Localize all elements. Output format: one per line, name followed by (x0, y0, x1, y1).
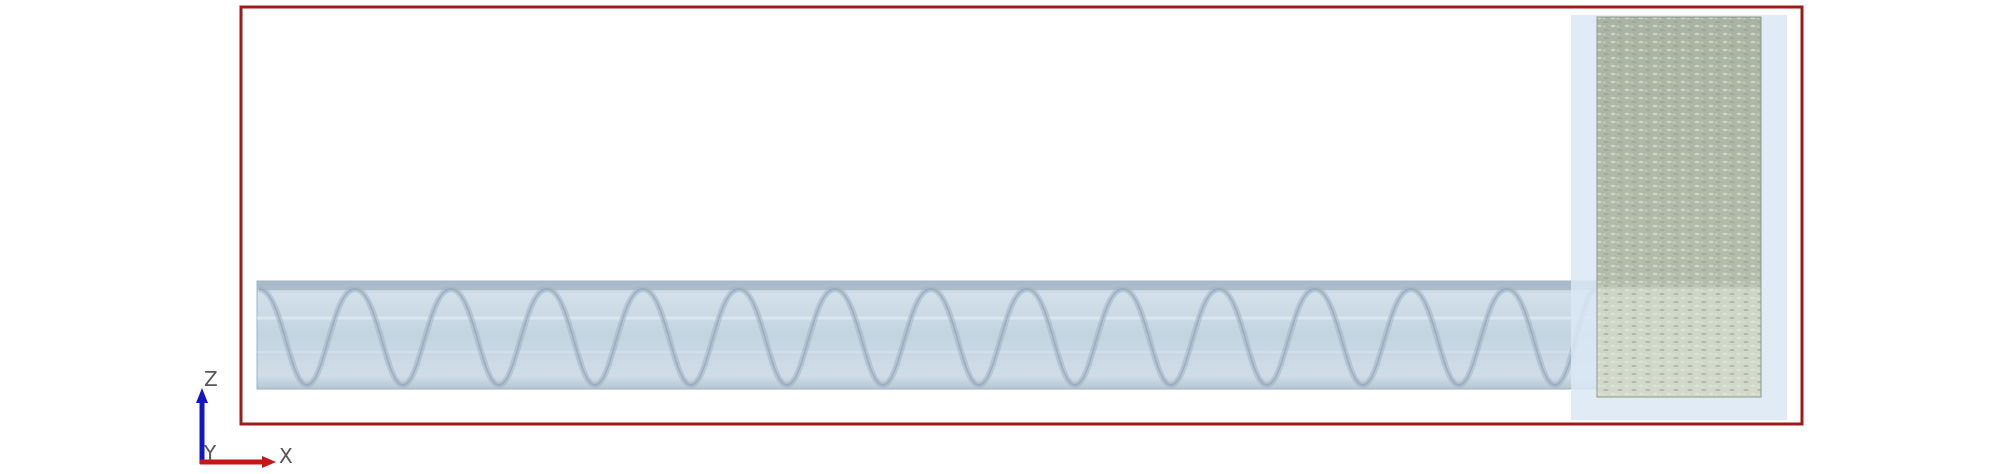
screw-flight-shadow (258, 288, 1598, 386)
z-axis-label: Z (204, 367, 218, 391)
x-axis-label: X (279, 444, 293, 468)
domain-bounding-box (239, 5, 1804, 426)
screw-conveyor[interactable] (256, 280, 1599, 390)
y-axis-label: Y (203, 441, 217, 465)
x-axis-arrowhead (262, 456, 276, 468)
axis-triad: Z Y X (196, 367, 293, 468)
z-axis-arrowhead (196, 388, 208, 403)
granular-outline (1596, 16, 1762, 398)
conveyor-pipe-top-edge (257, 281, 1597, 290)
hopper[interactable] (1571, 15, 1787, 420)
conveyor-pipe (256, 280, 1598, 390)
granular-texture (1597, 17, 1761, 397)
